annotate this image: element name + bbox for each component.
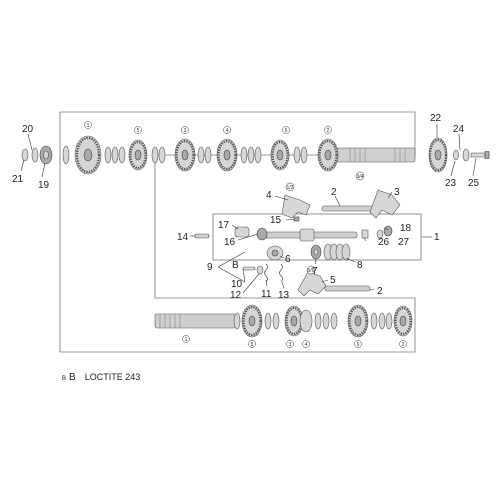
- assembly-frame: [59, 111, 416, 353]
- bottom-mark-2: 2: [402, 342, 405, 348]
- label-15: 15: [270, 215, 282, 226]
- right-end-parts: [428, 137, 490, 173]
- top-mark-6: 6: [285, 128, 288, 134]
- bottom-mark-4: 4: [305, 342, 308, 348]
- part-17: [234, 226, 250, 238]
- label-6: 6: [285, 254, 291, 265]
- part-6-star: [266, 245, 284, 261]
- label-2-upper: 2: [331, 187, 337, 198]
- label-22: 22: [430, 113, 442, 124]
- part-26: [361, 229, 369, 239]
- label-21: 21: [12, 174, 24, 185]
- label-8: 8: [357, 260, 363, 271]
- bottom-washers: [233, 312, 393, 330]
- label-20: 20: [22, 124, 34, 135]
- label-3: 3: [394, 187, 400, 198]
- label-12: 12: [230, 290, 242, 301]
- label-24: 24: [453, 124, 465, 135]
- top-gear-5: [128, 139, 148, 171]
- left-end-parts: [21, 145, 53, 165]
- fork-rod-lower: [324, 285, 371, 292]
- fork-5-6: [297, 271, 327, 297]
- label-B: B: [232, 260, 239, 271]
- part-13-spring: [279, 263, 283, 283]
- part-10-bolt: [242, 266, 256, 271]
- top-gear-1: [74, 135, 102, 175]
- part-18: [383, 225, 393, 237]
- bottom-gear-4: [299, 309, 313, 333]
- bottom-mark-3: 3: [289, 342, 292, 348]
- top-gear-2: [317, 138, 339, 172]
- label-4: 4: [266, 190, 272, 201]
- bottom-gear-marks: 1 5 3 4 6 2: [182, 335, 407, 348]
- secondary-shaft-assembly: 1 5 3 4 6 2: [154, 304, 413, 348]
- leader-lines: [20, 124, 477, 294]
- legend-key: B: [69, 372, 76, 383]
- legend-mark: B: [62, 376, 67, 382]
- part-8-spring: [323, 243, 351, 261]
- fork-mark-5-6: 5/6: [308, 268, 315, 274]
- legend: B B LOCTITE 243: [62, 372, 140, 383]
- top-mark-1: 1: [87, 123, 90, 129]
- label-5: 5: [330, 275, 336, 286]
- top-mark-4: 4: [226, 128, 229, 134]
- primary-shaft: [334, 147, 416, 163]
- label-19: 19: [38, 180, 50, 191]
- bottom-mark-5: 5: [251, 342, 254, 348]
- label-11: 11: [261, 289, 272, 300]
- label-13: 13: [278, 290, 290, 301]
- top-mark-3: 3: [184, 128, 187, 134]
- primary-shaft-assembly: 1 5 3 4 6 2: [62, 121, 416, 175]
- fork-mark-1-2: 1/2: [287, 185, 294, 191]
- fork-3-4: [369, 189, 401, 219]
- top-gear-marks: 1 5 3 4 6 2: [84, 121, 332, 134]
- label-2-lower: 2: [377, 286, 383, 297]
- label-10: 10: [231, 279, 243, 290]
- bottom-mark-6: 6: [357, 342, 360, 348]
- fork-rod-upper: [321, 205, 375, 212]
- label-14: 14: [177, 232, 189, 243]
- top-gear-6: [270, 139, 290, 171]
- fork-mark-3-4: 3/4: [357, 174, 364, 180]
- top-gear-4: [216, 138, 238, 172]
- bottom-gear-6: [347, 304, 369, 338]
- part-11-spring: [264, 263, 268, 283]
- top-washers: [62, 145, 308, 165]
- label-27: 27: [398, 237, 410, 248]
- legend-text: LOCTITE 243: [84, 372, 141, 382]
- label-18: 18: [400, 223, 412, 234]
- bottom-gear-2: [393, 305, 413, 337]
- label-26: 26: [378, 237, 390, 248]
- label-23: 23: [445, 178, 457, 189]
- label-7: 7: [312, 266, 318, 277]
- part-14: [194, 233, 210, 239]
- bottom-mark-1: 1: [185, 337, 188, 343]
- secondary-shaft: [154, 313, 236, 329]
- bottom-gear-3: [284, 305, 304, 337]
- fork-1-2: [281, 194, 311, 219]
- selector-group-box: [212, 213, 422, 261]
- top-gear-3: [174, 138, 196, 172]
- top-mark-5: 5: [137, 128, 140, 134]
- selector-mechanism: 1/2 3/4 5/6: [194, 171, 401, 297]
- part-16: [256, 227, 268, 241]
- label-25: 25: [468, 178, 480, 189]
- bottom-gear-5: [241, 304, 263, 338]
- label-17: 17: [218, 220, 230, 231]
- part-12: [256, 265, 264, 275]
- part-labels: 20 21 19 22 24 23 25 4 2 3 1 15 17 16 14…: [12, 113, 480, 301]
- label-16: 16: [224, 237, 236, 248]
- label-9: 9: [207, 262, 213, 273]
- label-1: 1: [434, 232, 440, 243]
- top-mark-2: 2: [327, 128, 330, 134]
